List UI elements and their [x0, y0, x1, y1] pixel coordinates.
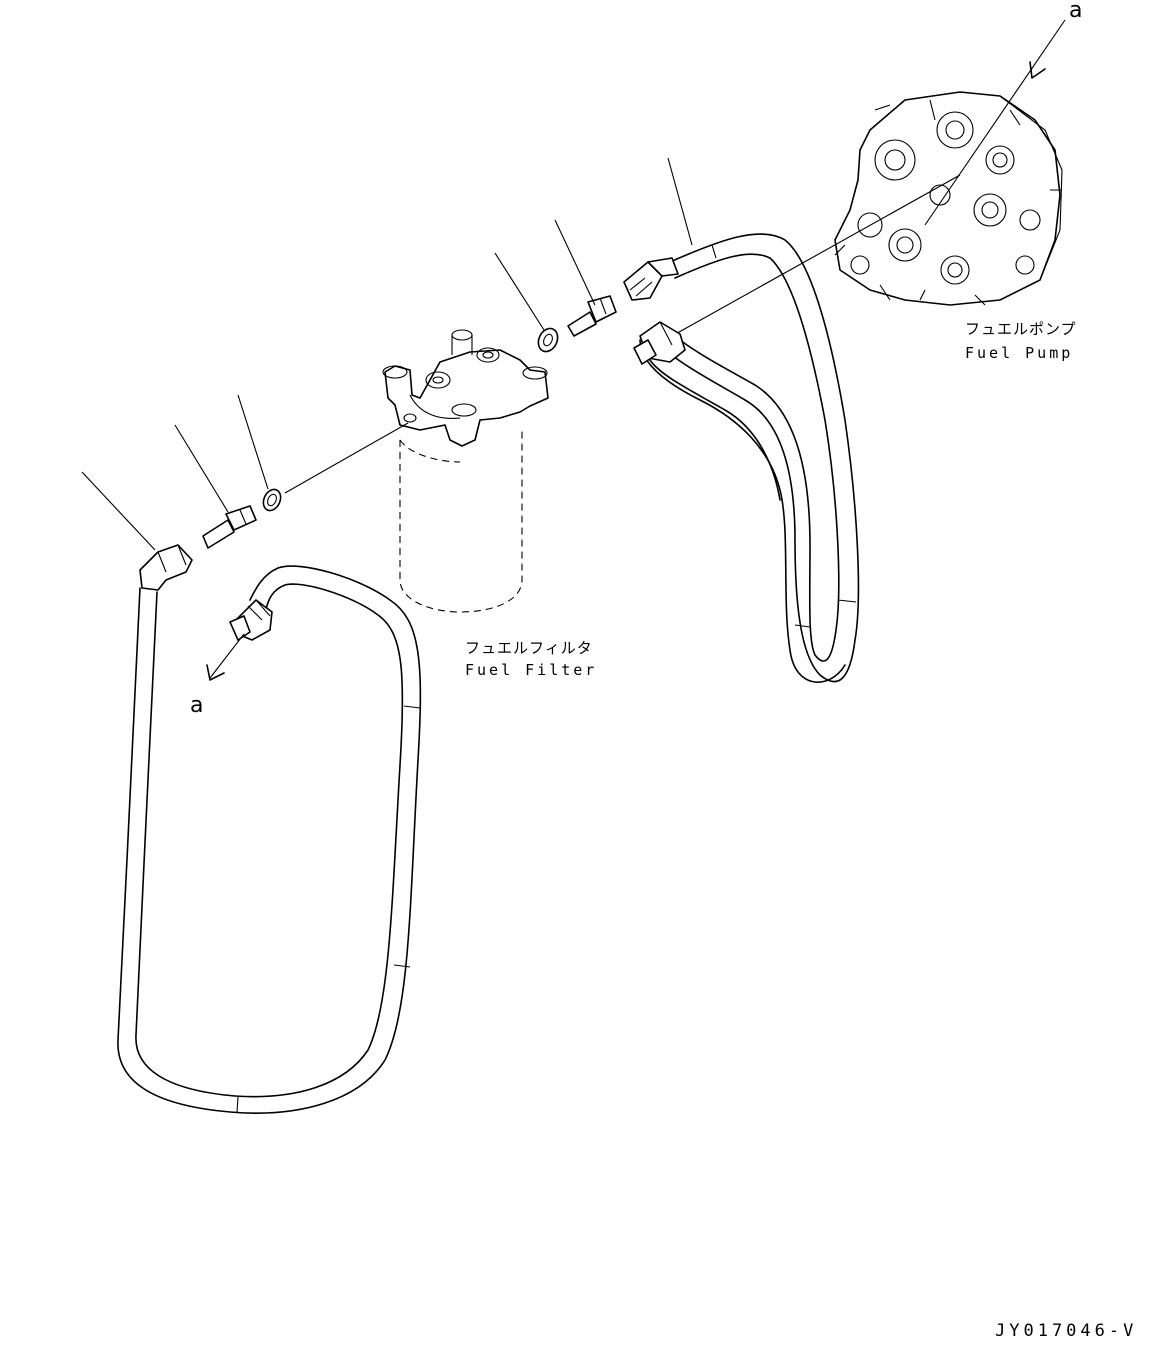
right-hose-elbow	[633, 321, 686, 365]
drawing-code: JY017046-V	[995, 1321, 1137, 1341]
connection-line-filter	[284, 422, 409, 494]
left-hose-connector	[229, 599, 273, 641]
ref-label-a-bottom: a	[190, 693, 203, 718]
ref-label-a-top: a	[1069, 0, 1082, 23]
adapter-fitting-lower	[174, 424, 257, 549]
o-ring-lower	[237, 394, 282, 512]
right-hose-connector	[623, 257, 679, 301]
right-hose	[639, 233, 860, 683]
left-hose	[117, 565, 422, 1114]
adapter-fitting-upper	[554, 219, 617, 337]
leader-right-hose	[667, 157, 693, 246]
fuel-pump	[834, 91, 1063, 306]
fuel-pump-label-jp: フュエルポンプ	[965, 320, 1077, 338]
ref-arrow-a-bottom: a	[190, 633, 245, 718]
fuel-filter-label-en: Fuel Filter	[465, 661, 597, 679]
fuel-filter-label-jp: フュエルフィルタ	[465, 639, 593, 657]
left-hose-elbow	[81, 471, 193, 591]
fuel-pump-label-en: Fuel Pump	[965, 344, 1073, 362]
ref-arrow-a-top: a	[924, 0, 1082, 226]
fuel-filter	[382, 329, 549, 613]
connection-line-pump	[671, 174, 961, 337]
o-ring-upper	[494, 252, 559, 353]
